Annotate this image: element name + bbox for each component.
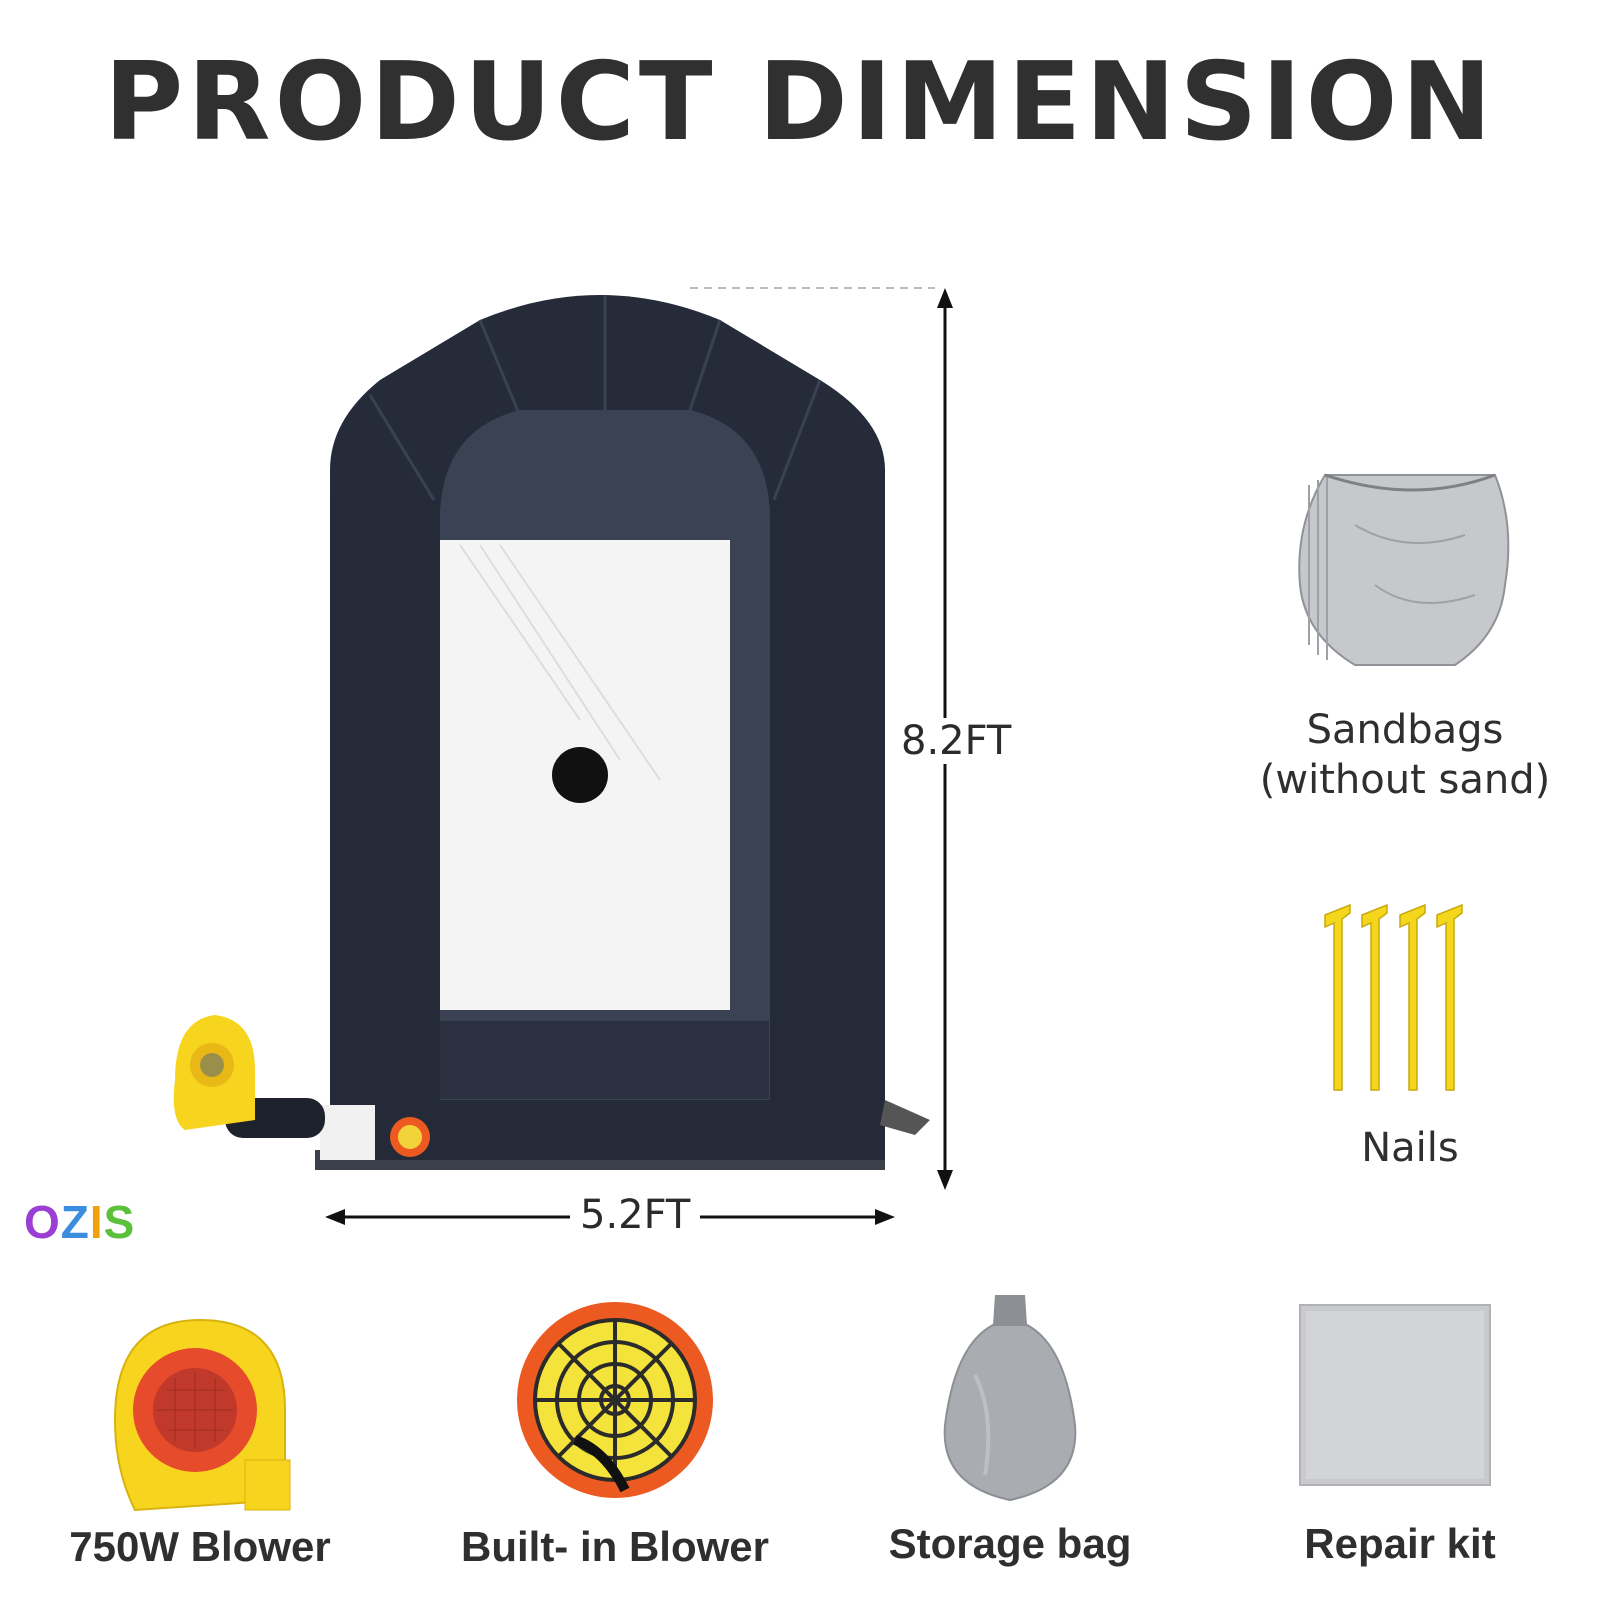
- sandbag-icon: [1298, 473, 1510, 666]
- brand-logo: OZIS: [24, 1196, 136, 1248]
- width-label: 5.2FT: [570, 1192, 701, 1238]
- repair-kit-icon: [1299, 1304, 1491, 1486]
- item-label-builtin-blower: Built- in Blower: [461, 1523, 769, 1570]
- stake-icon: [1324, 903, 1463, 1091]
- item-label-storage-bag: Storage bag: [888, 1520, 1132, 1567]
- height-label: 8.2FT: [897, 718, 1016, 764]
- booth-lower-tube: [429, 1019, 771, 1101]
- external-blower-icon: [113, 1318, 291, 1512]
- builtin-blower-icon: [517, 1302, 713, 1498]
- warning-label: [320, 1105, 375, 1160]
- storage-bag-icon: [943, 1295, 1077, 1502]
- item-label-repair-kit: Repair kit: [1304, 1520, 1496, 1567]
- page-title: PRODUCT DIMENSION: [104, 40, 1496, 165]
- window-hole: [552, 747, 608, 803]
- accessory-label-sandbags: Sandbags (without sand): [1259, 707, 1551, 803]
- accessory-label-nails: Nails: [1361, 1125, 1459, 1171]
- item-label-750w-blower: 750W Blower: [69, 1523, 331, 1570]
